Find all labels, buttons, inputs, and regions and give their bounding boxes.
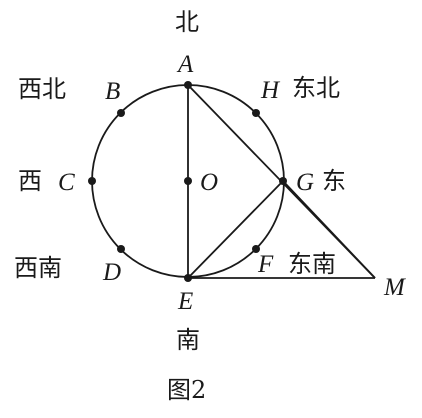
label-northwest: 西北: [18, 75, 66, 103]
label-southeast: 东南: [288, 250, 336, 278]
point-G-dot: [279, 177, 287, 185]
label-M: M: [383, 274, 406, 301]
label-A: A: [176, 51, 194, 78]
label-O: O: [200, 169, 218, 196]
label-southwest: 西南: [14, 254, 62, 282]
label-B: B: [105, 78, 120, 105]
point-D-dot: [117, 245, 125, 253]
label-C: C: [58, 169, 75, 196]
point-E-dot: [184, 274, 192, 282]
label-northeast: 东北: [292, 74, 340, 102]
label-west: 西: [18, 167, 42, 195]
label-H: H: [260, 77, 281, 104]
point-C-dot: [88, 177, 96, 185]
point-H-dot: [252, 109, 260, 117]
label-north: 北: [175, 8, 199, 36]
point-F-dot: [252, 245, 260, 253]
label-E: E: [177, 288, 193, 315]
label-south: 南: [176, 326, 200, 354]
line-EG: [187, 180, 284, 279]
point-B-dot: [117, 109, 125, 117]
figure-caption: 图2: [167, 376, 206, 404]
label-east: 东: [322, 167, 346, 195]
point-A-dot: [184, 81, 192, 89]
line-GM: [282, 180, 376, 279]
label-F: F: [257, 251, 274, 278]
label-G: G: [296, 169, 314, 196]
point-O-dot: [184, 177, 192, 185]
label-D: D: [102, 259, 121, 286]
